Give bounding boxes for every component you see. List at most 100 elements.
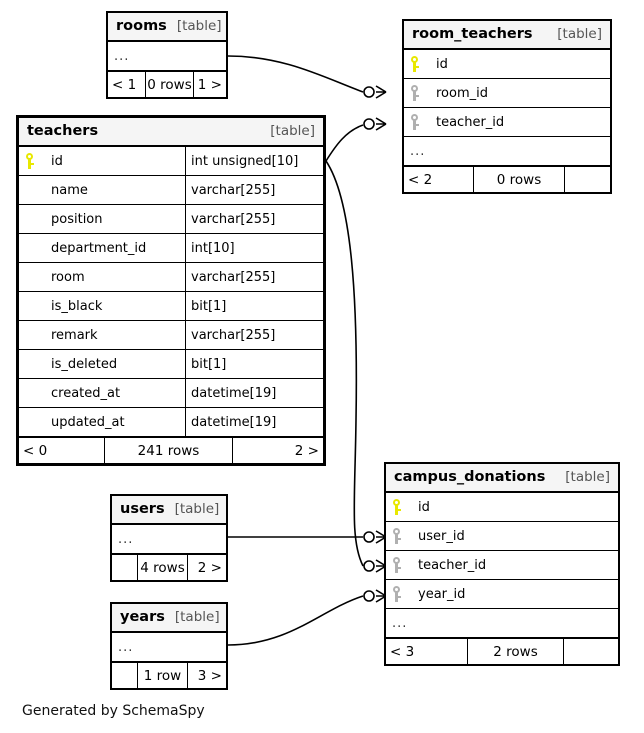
- foreign-key-icon: [410, 114, 432, 130]
- column-label: room: [51, 269, 85, 285]
- table-users[interactable]: users [table] ... 4 rows 2 >: [110, 494, 228, 582]
- table-years-rowcount: 1 row: [138, 663, 188, 688]
- table-row: is_black bit[1]: [19, 292, 323, 321]
- table-room_teachers-title: room_teachers: [412, 26, 533, 42]
- table-rooms-next[interactable]: 1 >: [197, 76, 222, 93]
- column-label: position: [51, 211, 103, 227]
- table-years-tag: [table]: [174, 609, 220, 625]
- column-label: teacher_id: [436, 114, 505, 130]
- column-label: created_at: [51, 385, 121, 401]
- column-label: updated_at: [51, 414, 125, 430]
- table-users-title: users: [120, 501, 165, 517]
- column-year_id: year_id: [386, 580, 618, 608]
- table-years-header: years [table]: [112, 604, 226, 633]
- table-row: year_id: [386, 580, 618, 609]
- table-users-ellipsis-row: ...: [112, 525, 226, 554]
- table-room_teachers-header: room_teachers [table]: [404, 21, 610, 50]
- table-users-ellipsis: ...: [118, 531, 134, 547]
- table-row: id int unsigned[10]: [19, 147, 323, 176]
- column-id: id: [404, 50, 610, 78]
- table-room_teachers[interactable]: room_teachers [table] id room_id: [402, 19, 612, 194]
- column-label: room_id: [436, 85, 488, 101]
- table-campus_donations-rowcount: 2 rows: [468, 639, 564, 664]
- table-teachers-next[interactable]: 2 >: [294, 442, 319, 459]
- table-users-footer: 4 rows 2 >: [112, 554, 226, 580]
- table-teachers-header: teachers [table]: [19, 118, 323, 147]
- foreign-key-icon: [392, 586, 414, 602]
- table-room_teachers-footer: < 2 0 rows: [404, 166, 610, 192]
- table-rooms-header: rooms [table]: [108, 13, 226, 42]
- table-room_teachers-next[interactable]: [565, 167, 610, 192]
- table-rooms-ellipsis: ...: [114, 48, 130, 64]
- table-rooms-tag: [table]: [176, 18, 222, 34]
- column-label: remark: [51, 327, 98, 343]
- table-campus_donations[interactable]: campus_donations [table] id user_id: [384, 462, 620, 666]
- column-label: year_id: [418, 586, 466, 602]
- primary-key-icon: [392, 499, 414, 515]
- foreign-key-icon: [392, 557, 414, 573]
- column-type: datetime[19]: [185, 408, 323, 436]
- table-row: name varchar[255]: [19, 176, 323, 205]
- edge-years-campus_donations: [227, 595, 364, 646]
- column-id: id: [19, 147, 185, 175]
- table-teachers-prev[interactable]: < 0: [19, 438, 105, 463]
- table-teachers-footer: < 0 241 rows 2 >: [19, 437, 323, 463]
- column-room: room: [19, 263, 185, 291]
- table-room_teachers-tag: [table]: [557, 26, 602, 42]
- table-room_teachers-rowcount: 0 rows: [474, 167, 565, 192]
- table-rooms-prev[interactable]: < 1: [108, 72, 146, 97]
- table-users-next[interactable]: 2 >: [197, 559, 222, 576]
- table-room_teachers-prev[interactable]: < 2: [404, 167, 474, 192]
- table-campus_donations-footer: < 3 2 rows: [386, 638, 618, 664]
- table-users-tag: [table]: [174, 501, 220, 517]
- column-is_deleted: is_deleted: [19, 350, 185, 378]
- table-teachers-tag: [table]: [270, 123, 315, 139]
- column-teacher_id: teacher_id: [386, 551, 618, 579]
- column-label: id: [418, 499, 430, 515]
- column-label: department_id: [51, 240, 147, 256]
- column-label: id: [436, 56, 448, 72]
- table-row: id: [386, 493, 618, 522]
- column-label: is_deleted: [51, 356, 118, 372]
- table-years-title: years: [120, 609, 165, 625]
- column-label: teacher_id: [418, 557, 487, 573]
- table-row: position varchar[255]: [19, 205, 323, 234]
- table-years-ellipsis: ...: [118, 639, 134, 655]
- column-label: user_id: [418, 528, 465, 544]
- table-users-header: users [table]: [112, 496, 226, 525]
- table-years-next[interactable]: 3 >: [197, 667, 222, 684]
- table-row: room_id: [404, 79, 610, 108]
- table-users-prev[interactable]: [112, 555, 138, 580]
- table-room_teachers-ellipsis-row: ...: [404, 137, 610, 166]
- foreign-key-icon: [410, 85, 432, 101]
- table-years-prev[interactable]: [112, 663, 138, 688]
- edge-teachers-campus_donations: [325, 160, 364, 567]
- table-rooms-title: rooms: [116, 18, 167, 34]
- table-years[interactable]: years [table] ... 1 row 3 >: [110, 602, 228, 690]
- table-rooms-footer: < 1 0 rows 1 >: [108, 71, 226, 97]
- column-type: varchar[255]: [185, 205, 323, 233]
- edge-rooms-room_teachers: [227, 55, 364, 93]
- table-campus_donations-title: campus_donations: [394, 469, 546, 485]
- column-type: bit[1]: [185, 350, 323, 378]
- table-row: teacher_id: [386, 551, 618, 580]
- column-position: position: [19, 205, 185, 233]
- table-row: teacher_id: [404, 108, 610, 137]
- table-campus_donations-next[interactable]: [564, 639, 618, 664]
- column-is_black: is_black: [19, 292, 185, 320]
- column-label: is_black: [51, 298, 103, 314]
- table-rooms[interactable]: rooms [table] ... < 1 0 rows 1 >: [106, 11, 228, 99]
- table-campus_donations-ellipsis: ...: [392, 615, 408, 631]
- column-updated_at: updated_at: [19, 408, 185, 436]
- column-type: datetime[19]: [185, 379, 323, 407]
- table-teachers[interactable]: teachers [table] id int unsigned[10] nam…: [16, 115, 326, 466]
- column-type: int unsigned[10]: [185, 147, 323, 175]
- column-label: name: [51, 182, 88, 198]
- foreign-key-icon: [392, 528, 414, 544]
- table-campus_donations-prev[interactable]: < 3: [386, 639, 468, 664]
- table-row: created_at datetime[19]: [19, 379, 323, 408]
- generated-by-note: Generated by SchemaSpy: [22, 703, 205, 719]
- table-years-ellipsis-row: ...: [112, 633, 226, 662]
